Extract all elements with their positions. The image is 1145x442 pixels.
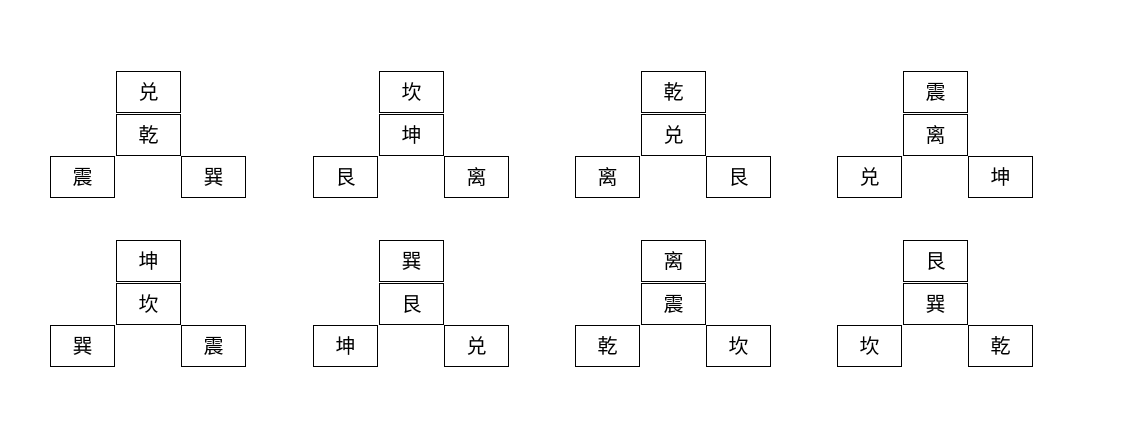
- cell-right: 震: [181, 325, 246, 367]
- cell-middle: 坤: [379, 114, 444, 156]
- cell-left: 巽: [50, 325, 115, 367]
- cell-top: 坤: [116, 240, 181, 282]
- trigram-figure-7: 离 震 乾 坎: [575, 240, 773, 368]
- cell-right: 乾: [968, 325, 1033, 367]
- trigram-figure-2: 坎 坤 艮 离: [313, 71, 511, 199]
- cell-top: 离: [641, 240, 706, 282]
- cell-left: 乾: [575, 325, 640, 367]
- cell-left: 震: [50, 156, 115, 198]
- cell-right: 兑: [444, 325, 509, 367]
- cell-left: 艮: [313, 156, 378, 198]
- cell-middle: 巽: [903, 283, 968, 325]
- cell-top: 巽: [379, 240, 444, 282]
- cell-left: 兑: [837, 156, 902, 198]
- cell-top: 乾: [641, 71, 706, 113]
- trigram-figure-6: 巽 艮 坤 兑: [313, 240, 511, 368]
- trigram-figure-4: 震 离 兑 坤: [837, 71, 1035, 199]
- trigram-figure-8: 艮 巽 坎 乾: [837, 240, 1035, 368]
- cell-top: 兑: [116, 71, 181, 113]
- cell-top: 艮: [903, 240, 968, 282]
- cell-right: 坎: [706, 325, 771, 367]
- cell-middle: 艮: [379, 283, 444, 325]
- cell-top: 坎: [379, 71, 444, 113]
- trigram-figure-1: 兑 乾 震 巽: [50, 71, 248, 199]
- cell-middle: 离: [903, 114, 968, 156]
- cell-left: 离: [575, 156, 640, 198]
- cell-left: 坎: [837, 325, 902, 367]
- cell-middle: 兑: [641, 114, 706, 156]
- cell-left: 坤: [313, 325, 378, 367]
- cell-top: 震: [903, 71, 968, 113]
- trigram-figure-5: 坤 坎 巽 震: [50, 240, 248, 368]
- cell-middle: 乾: [116, 114, 181, 156]
- cell-right: 离: [444, 156, 509, 198]
- cell-right: 坤: [968, 156, 1033, 198]
- cell-middle: 震: [641, 283, 706, 325]
- cell-middle: 坎: [116, 283, 181, 325]
- cell-right: 巽: [181, 156, 246, 198]
- trigram-figure-3: 乾 兑 离 艮: [575, 71, 773, 199]
- cell-right: 艮: [706, 156, 771, 198]
